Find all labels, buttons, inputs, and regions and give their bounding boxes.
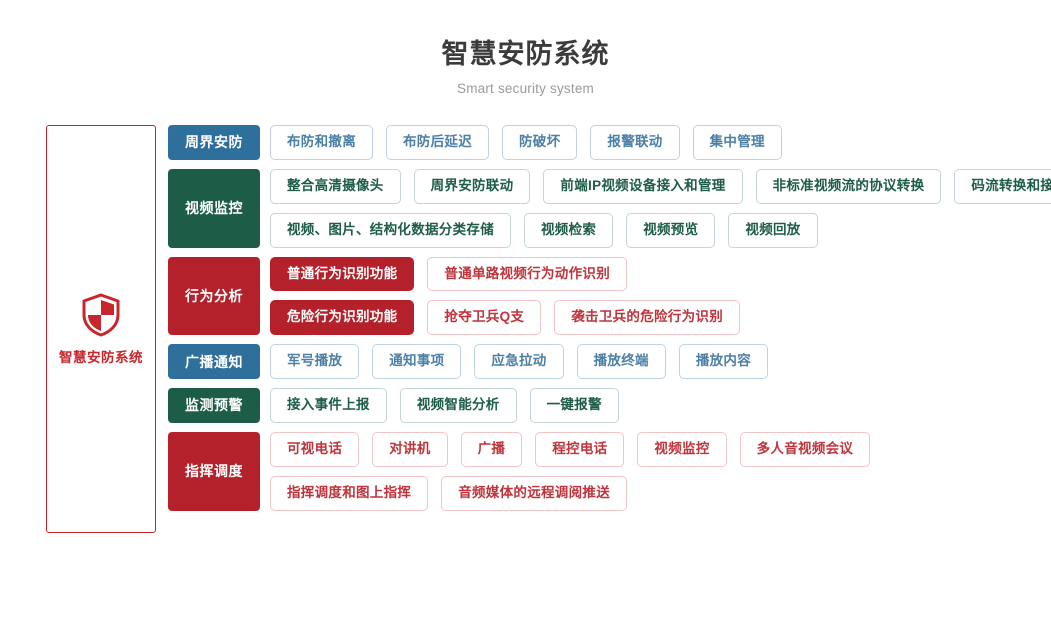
feature-pill[interactable]: 袭击卫兵的危险行为识别	[554, 300, 741, 336]
category-row: 行为分析普通行为识别功能普通单路视频行为动作识别危险行为识别功能抢夺卫兵Q支袭击…	[168, 256, 1051, 336]
page-header: 智慧安防系统 Smart security system	[0, 0, 1051, 96]
category-row: 指挥调度可视电话对讲机广播程控电话视频监控多人音视频会议指挥调度和图上指挥音频媒…	[168, 431, 1051, 511]
root-system-panel[interactable]: 智慧安防系统	[46, 125, 156, 533]
feature-pill[interactable]: 整合高清摄像头	[270, 168, 401, 204]
category-items: 布防和撤离布防后延迟防破坏报警联动集中管理	[270, 125, 1051, 160]
shield-icon	[81, 292, 121, 337]
feature-pill[interactable]: 码流转换和接口转换	[954, 168, 1051, 204]
category-chip[interactable]: 视频监控	[168, 168, 260, 248]
item-line: 布防和撤离布防后延迟防破坏报警联动集中管理	[270, 125, 1051, 160]
category-items: 接入事件上报视频智能分析一键报警	[270, 388, 1051, 423]
feature-pill[interactable]: 报警联动	[590, 125, 680, 160]
category-row: 监测预警接入事件上报视频智能分析一键报警	[168, 388, 1051, 423]
feature-pill[interactable]: 程控电话	[535, 431, 625, 467]
feature-pill[interactable]: 非标准视频流的协议转换	[755, 168, 942, 204]
category-row: 广播通知军号播放通知事项应急拉动播放终端播放内容	[168, 344, 1051, 380]
category-row: 周界安防布防和撤离布防后延迟防破坏报警联动集中管理	[168, 125, 1051, 160]
feature-pill[interactable]: 视频监控	[637, 431, 727, 467]
page-title: 智慧安防系统	[441, 39, 610, 69]
feature-pill[interactable]: 多人音视频会议	[739, 431, 871, 467]
feature-pill[interactable]: 一键报警	[529, 388, 619, 423]
category-rows: 周界安防布防和撤离布防后延迟防破坏报警联动集中管理视频监控整合高清摄像头周界安防…	[168, 125, 1051, 520]
item-line: 可视电话对讲机广播程控电话视频监控多人音视频会议	[270, 431, 1051, 467]
category-chip[interactable]: 指挥调度	[168, 431, 260, 511]
category-chip[interactable]: 监测预警	[168, 388, 260, 423]
item-line: 指挥调度和图上指挥音频媒体的远程调阅推送	[270, 475, 1051, 511]
feature-pill[interactable]: 接入事件上报	[270, 388, 387, 423]
item-line: 普通行为识别功能普通单路视频行为动作识别	[270, 256, 1051, 292]
item-line: 接入事件上报视频智能分析一键报警	[270, 388, 1051, 423]
architecture-board: 智慧安防系统 周界安防布防和撤离布防后延迟防破坏报警联动集中管理视频监控整合高清…	[0, 125, 1051, 533]
feature-pill[interactable]: 播放终端	[576, 344, 666, 380]
feature-pill[interactable]: 视频、图片、结构化数据分类存储	[270, 212, 511, 248]
feature-pill[interactable]: 军号播放	[270, 344, 360, 380]
category-chip[interactable]: 周界安防	[168, 125, 260, 160]
category-items: 可视电话对讲机广播程控电话视频监控多人音视频会议指挥调度和图上指挥音频媒体的远程…	[270, 431, 1051, 511]
item-line: 军号播放通知事项应急拉动播放终端播放内容	[270, 344, 1051, 380]
feature-pill[interactable]: 危险行为识别功能	[270, 300, 415, 336]
feature-pill[interactable]: 前端IP视频设备接入和管理	[543, 168, 743, 204]
feature-pill[interactable]: 指挥调度和图上指挥	[270, 475, 429, 511]
feature-pill[interactable]: 可视电话	[270, 431, 360, 467]
feature-pill[interactable]: 周界安防联动	[413, 168, 531, 204]
feature-pill[interactable]: 播放内容	[678, 344, 769, 380]
category-chip[interactable]: 广播通知	[168, 344, 260, 380]
item-line: 视频、图片、结构化数据分类存储视频检索视频预览视频回放	[270, 212, 1051, 248]
feature-pill[interactable]: 广播	[460, 431, 523, 467]
feature-pill[interactable]: 通知事项	[372, 344, 462, 380]
feature-pill[interactable]: 视频预览	[626, 212, 716, 248]
feature-pill[interactable]: 布防后延迟	[386, 125, 489, 160]
feature-pill[interactable]: 普通单路视频行为动作识别	[427, 256, 628, 292]
category-chip[interactable]: 行为分析	[168, 256, 260, 336]
page-subtitle: Smart security system	[457, 80, 594, 96]
category-row: 视频监控整合高清摄像头周界安防联动前端IP视频设备接入和管理非标准视频流的协议转…	[168, 168, 1051, 248]
feature-pill[interactable]: 普通行为识别功能	[270, 256, 415, 292]
feature-pill[interactable]: 抢夺卫兵Q支	[427, 300, 542, 336]
root-system-label: 智慧安防系统	[59, 349, 143, 365]
feature-pill[interactable]: 集中管理	[692, 125, 782, 160]
item-line: 危险行为识别功能抢夺卫兵Q支袭击卫兵的危险行为识别	[270, 300, 1051, 336]
feature-pill[interactable]: 应急拉动	[474, 344, 564, 380]
feature-pill[interactable]: 视频智能分析	[399, 388, 517, 423]
category-items: 整合高清摄像头周界安防联动前端IP视频设备接入和管理非标准视频流的协议转换码流转…	[270, 168, 1051, 248]
feature-pill[interactable]: 视频检索	[524, 212, 614, 248]
feature-pill[interactable]: 视频回放	[728, 212, 818, 248]
feature-pill[interactable]: 防破坏	[502, 125, 578, 160]
feature-pill[interactable]: 布防和撤离	[270, 125, 373, 160]
feature-pill[interactable]: 对讲机	[372, 431, 448, 467]
feature-pill[interactable]: 音频媒体的远程调阅推送	[441, 475, 628, 511]
category-items: 军号播放通知事项应急拉动播放终端播放内容	[270, 344, 1051, 380]
item-line: 整合高清摄像头周界安防联动前端IP视频设备接入和管理非标准视频流的协议转换码流转…	[270, 168, 1051, 204]
category-items: 普通行为识别功能普通单路视频行为动作识别危险行为识别功能抢夺卫兵Q支袭击卫兵的危…	[270, 256, 1051, 336]
